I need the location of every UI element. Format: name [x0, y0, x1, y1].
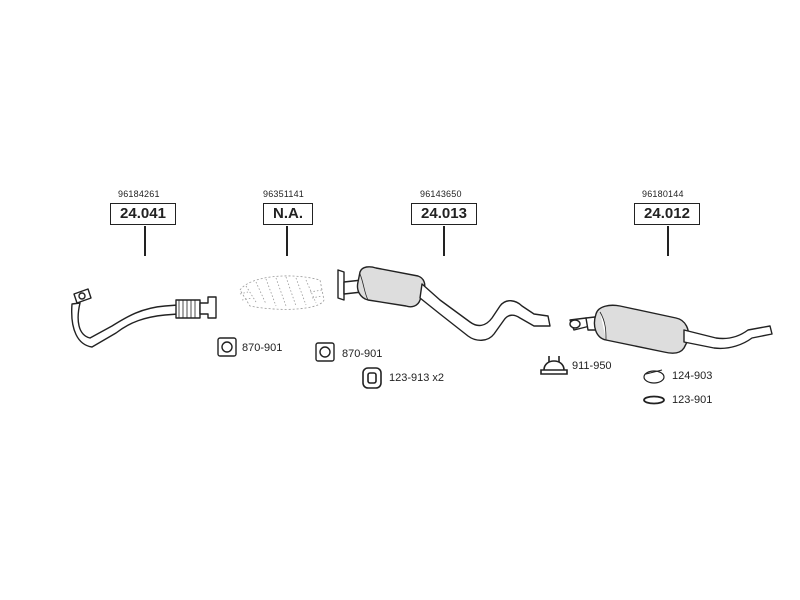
leader-line-rear-silencer	[667, 226, 669, 256]
rear-silencer-drawing[interactable]	[569, 304, 773, 354]
accessory-label-rubber-ring: 124-903	[672, 370, 713, 382]
accessory-label-seal-ring: 123-901	[672, 394, 713, 406]
flange-gasket-icon	[217, 337, 237, 357]
leader-line-front-pipe	[144, 226, 146, 256]
oem-number-middle-silencer: 96143650	[420, 189, 462, 199]
accessory-label-clamp: 911-950	[572, 360, 612, 372]
accessory-label-gasket-2: 870-901	[342, 348, 383, 360]
accessory-label-gasket-1: 870-901	[242, 342, 283, 354]
oem-number-rear-silencer: 96180144	[642, 189, 684, 199]
part-box-front-pipe[interactable]: 24.041	[110, 203, 176, 225]
part-box-rear-silencer[interactable]: 24.012	[634, 203, 700, 225]
accessory-label-ring-gasket: 123-913 x2	[389, 372, 445, 384]
rubber-ring-icon	[643, 369, 665, 384]
part-box-catalyst[interactable]: N.A.	[263, 203, 313, 225]
part-box-middle-silencer[interactable]: 24.013	[411, 203, 477, 225]
catalyst-drawing	[239, 275, 325, 310]
ring-gasket-icon	[362, 367, 382, 389]
leader-line-middle-silencer	[443, 226, 445, 256]
clamp-icon	[540, 356, 568, 375]
flange-gasket-icon	[315, 342, 335, 362]
seal-ring-icon	[643, 395, 665, 405]
middle-silencer-drawing[interactable]	[337, 266, 551, 341]
leader-line-catalyst	[286, 226, 288, 256]
oem-number-front-pipe: 96184261	[118, 189, 160, 199]
front-pipe-drawing[interactable]	[71, 288, 217, 348]
oem-number-catalyst: 96351141	[263, 189, 304, 199]
